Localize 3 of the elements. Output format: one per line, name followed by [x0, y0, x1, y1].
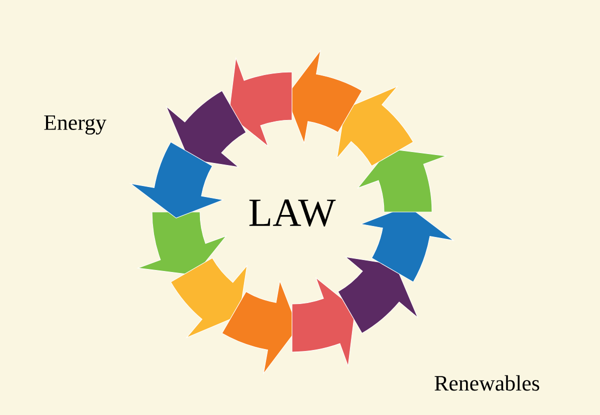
- word-label: Energy: [44, 115, 106, 135]
- word-label: Renewables: [434, 375, 540, 391]
- word-label: LAW: [249, 200, 336, 226]
